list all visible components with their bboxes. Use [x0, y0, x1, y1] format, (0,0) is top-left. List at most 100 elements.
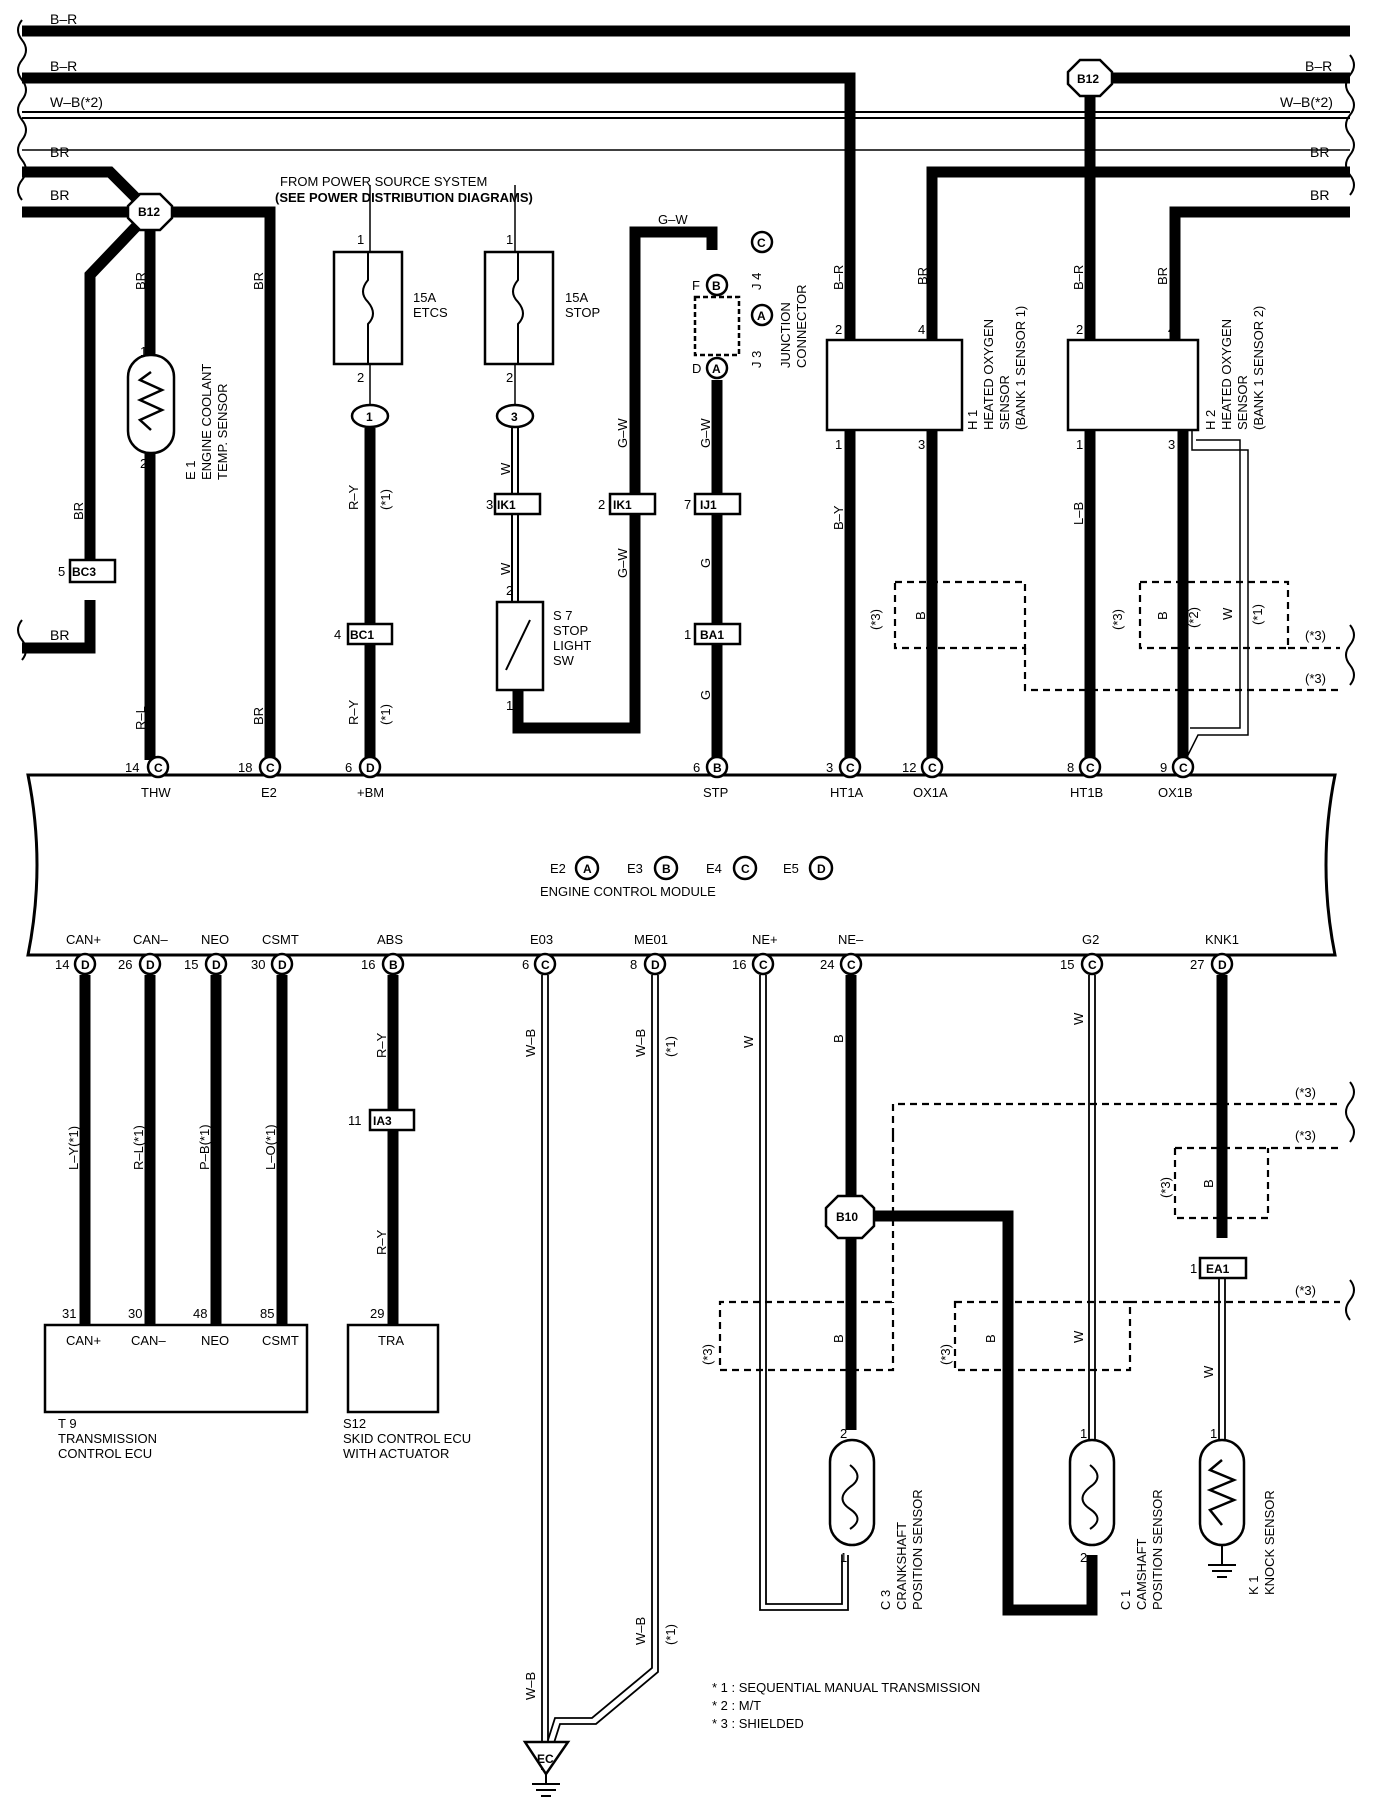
pin-can-minus	[138, 952, 162, 976]
wl-shield-b1: B	[913, 611, 928, 620]
pin-bm	[358, 755, 382, 779]
bp1-name: CAN–	[133, 932, 168, 947]
pin-ne-minus	[839, 952, 863, 976]
tp6-conn: C	[1086, 761, 1095, 775]
pin-c1-2: 2	[1080, 1550, 1087, 1565]
bp3-conn: D	[278, 958, 287, 972]
pin-j3	[750, 303, 774, 327]
tp7-conn: C	[1179, 761, 1188, 775]
pin-ht1b	[1078, 755, 1102, 779]
t9-p2-name: NEO	[201, 1333, 229, 1348]
legend-a	[574, 855, 600, 881]
wl-h1-by: B–Y	[831, 505, 846, 530]
wire-br-2	[22, 72, 856, 760]
break-right-2	[1345, 624, 1355, 686]
pin-h1-3: 3	[918, 437, 925, 452]
comp-h1-l3: (BANK 1 SENSOR 1)	[1013, 306, 1028, 430]
pin-e1-1: 1	[140, 344, 147, 359]
comp-j4-id: J 4	[749, 273, 764, 290]
connector-bc1	[346, 622, 394, 646]
legend-b	[653, 855, 679, 881]
pin-neo	[204, 952, 228, 976]
label-power-1: FROM POWER SOURCE SYSTEM	[280, 174, 487, 189]
label-ik1-a: IK1	[497, 498, 516, 512]
wl-ry1s: (*1)	[378, 489, 393, 510]
junction-b10	[824, 1194, 876, 1240]
wl-h1-br: B–R	[831, 265, 846, 290]
pin-bc1: 4	[334, 627, 341, 642]
c1-coil-icon	[1081, 1464, 1099, 1530]
bp4-num: 16	[361, 957, 375, 972]
pin-c1-1: 1	[1080, 1426, 1087, 1441]
pin-h2-1: 1	[1076, 437, 1083, 452]
label-br-2r: B–R	[1305, 58, 1332, 74]
wire-gw	[512, 226, 718, 734]
s3-i: (*3)	[1295, 1128, 1316, 1143]
shield-h1-line	[1023, 648, 1340, 692]
bp2-name: NEO	[201, 932, 229, 947]
wl-g2-w: W	[1071, 1012, 1086, 1025]
pin-me01	[643, 952, 667, 976]
pin-h2-2: 2	[1076, 322, 1083, 337]
comp-h2-id: H 2	[1203, 410, 1218, 430]
fuse-etcs-icon	[362, 252, 374, 364]
s12-id: S12	[343, 1416, 366, 1431]
bp5-conn: C	[541, 958, 550, 972]
c1-sensor-body	[1068, 1438, 1116, 1547]
wl-c1-b: B	[983, 1334, 998, 1343]
fuse-stop-icon	[512, 252, 524, 364]
wl-gw2: G–W	[615, 548, 630, 578]
wl-shield-w2: W	[1220, 607, 1235, 620]
tp4-conn: C	[846, 761, 855, 775]
bp0-name: CAN+	[66, 932, 101, 947]
label-br-2: B–R	[50, 58, 77, 74]
tp1-conn: C	[266, 761, 275, 775]
tp3-num: 6	[693, 760, 700, 775]
tp1-num: 18	[238, 760, 252, 775]
s12-pin-name: TRA	[378, 1333, 404, 1348]
pin-ox1a	[920, 755, 944, 779]
conn-c1-bubble	[350, 403, 390, 429]
s3-d: (*3)	[700, 1344, 715, 1365]
junction-b12-right	[1066, 58, 1114, 98]
bp0-num: 14	[55, 957, 69, 972]
label-bc3-br-out: BR	[50, 627, 69, 643]
ecm-conn-e2: E2	[550, 861, 566, 876]
label-etcs-amp: 15A	[413, 290, 436, 305]
s3-f: (*3)	[1305, 628, 1326, 643]
tp0-conn: C	[154, 761, 163, 775]
wl-ry3: R–Y	[374, 1032, 389, 1058]
shield-knk	[1173, 1146, 1340, 1220]
tp3-name: STP	[703, 785, 728, 800]
bp5-name: E03	[530, 932, 553, 947]
tp5-conn: C	[928, 761, 937, 775]
comp-j-l1: JUNCTION	[778, 302, 793, 368]
t9-p3-num: 85	[260, 1306, 274, 1321]
pin-e03	[533, 952, 557, 976]
pin-ik1-b: 2	[598, 497, 605, 512]
label-bc3: BC3	[72, 565, 96, 579]
pin-abs	[381, 952, 405, 976]
label-bc1: BC1	[350, 628, 374, 642]
connector-ik1-b	[608, 492, 657, 516]
label-jf: F	[692, 278, 700, 293]
note-2: * 2 : M/T	[712, 1698, 761, 1713]
pin-k1-1: 1	[1210, 1426, 1217, 1441]
label-br-1: B–R	[50, 11, 77, 27]
connector-ij1	[693, 492, 742, 516]
wl-e1-br: BR	[133, 272, 148, 290]
comp-c1-l1: CAMSHAFT	[1134, 1538, 1149, 1610]
wl-c3-b: B	[831, 1334, 846, 1343]
tp3-conn: B	[713, 761, 722, 775]
pin-ne-plus	[751, 952, 775, 976]
legend-c	[732, 855, 758, 881]
legend-d	[808, 855, 834, 881]
wl-pb: P–B(*1)	[197, 1124, 212, 1170]
s12-pin-num: 29	[370, 1306, 384, 1321]
e1-resistor-icon	[136, 370, 166, 431]
bp6-conn: D	[651, 958, 660, 972]
s3-g: (*3)	[1305, 671, 1326, 686]
comp-c1-id: C 1	[1118, 1590, 1133, 1610]
comp-c1-l2: POSITION SENSOR	[1150, 1489, 1165, 1610]
t9-p0-num: 31	[62, 1306, 76, 1321]
